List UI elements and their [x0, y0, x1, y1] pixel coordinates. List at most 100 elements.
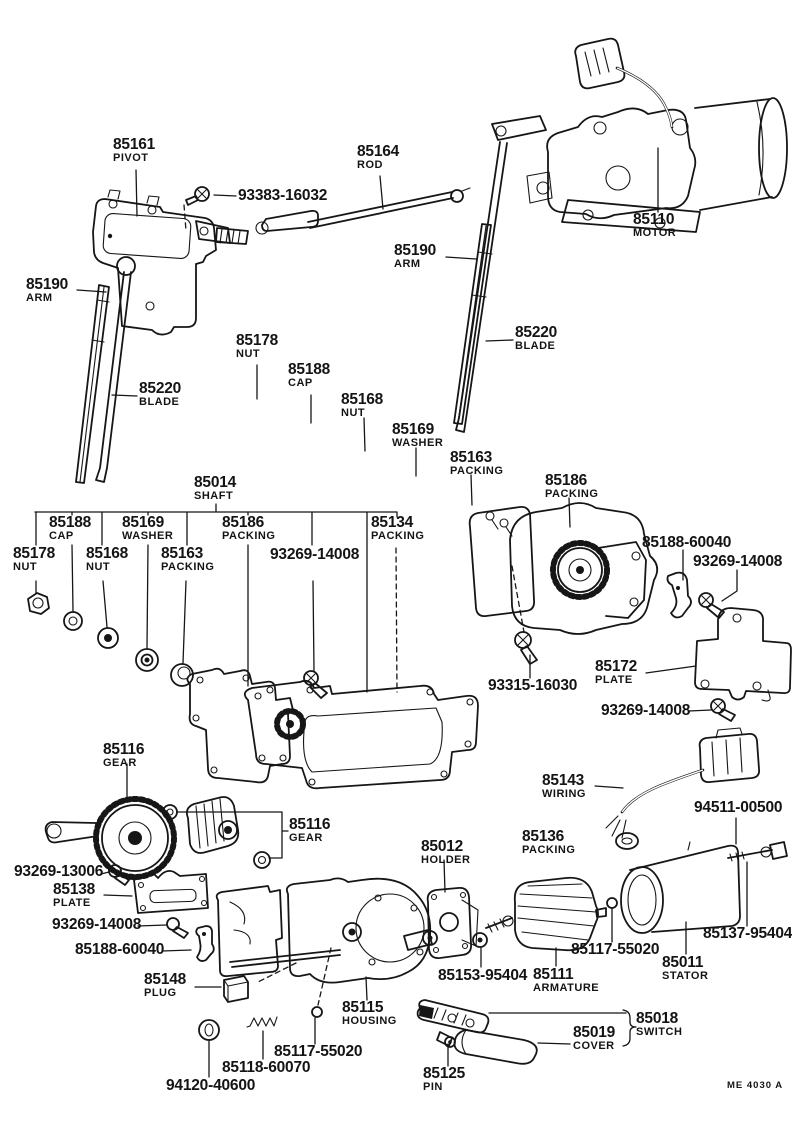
motor-internals-drawing — [426, 841, 788, 959]
part-name: PACKING — [545, 488, 599, 500]
part-label-85137-95404: 85137-95404 — [703, 925, 792, 942]
part-label-85118-60070: 85118-60070 — [222, 1060, 311, 1076]
wiring-harness-drawing — [605, 727, 761, 850]
part-number: 85137-95404 — [703, 925, 792, 942]
part-number: 85188-60040 — [642, 534, 732, 551]
link-rod-drawing — [195, 187, 471, 245]
part-name: NUT — [341, 407, 366, 419]
part-name: CAP — [49, 530, 74, 542]
part-name: ROD — [357, 159, 383, 171]
part-name: PACKING — [222, 530, 276, 542]
plate-85172-drawing — [694, 607, 792, 702]
part-label-93269-13006: 93269-13006 — [14, 864, 103, 880]
part-number: 93269-14008 — [601, 702, 691, 719]
part-name: WASHER — [122, 530, 174, 542]
wire-connector-drawing — [574, 37, 674, 129]
plate-85138-drawing — [108, 864, 215, 962]
part-name: CAP — [288, 377, 313, 389]
part-number: 93315-16030 — [488, 677, 578, 694]
part-number: 85164 — [357, 143, 400, 160]
part-name: ARMATURE — [533, 982, 600, 994]
part-label-93315-16030: 93315-16030 — [488, 677, 578, 694]
part-number: 85111 — [533, 966, 574, 983]
part-name: MOTOR — [633, 227, 677, 239]
part-label-93269-14008-left: 93269-14008 — [52, 917, 141, 933]
part-number: 85163 — [450, 449, 493, 466]
part-number: 85117-55020 — [571, 941, 660, 958]
part-label-93269-14008-row: 93269-14008 — [270, 547, 359, 563]
part-number: 85163 — [161, 545, 204, 562]
part-number: 85188 — [49, 514, 92, 531]
part-name: PACKING — [161, 561, 215, 573]
part-number: 85172 — [595, 658, 638, 675]
part-name: PACKING — [371, 530, 425, 542]
gasket-drawing — [186, 667, 479, 790]
part-number: 85190 — [26, 276, 69, 293]
part-label-93383-16032: 93383-16032 — [238, 188, 327, 204]
part-name: NUT — [236, 348, 261, 360]
part-number: 85186 — [545, 472, 588, 489]
part-name: WIRING — [542, 788, 586, 800]
part-number: 85188-60040 — [75, 941, 165, 958]
part-name: NUT — [86, 561, 111, 573]
part-name: NUT — [13, 561, 38, 573]
small-parts-column-drawing — [27, 592, 328, 699]
left-arm-blade-drawing — [75, 271, 132, 484]
part-name: COVER — [573, 1040, 615, 1052]
part-name: BLADE — [139, 396, 180, 408]
part-label-85153-95404: 85153-95404 — [438, 968, 527, 984]
figure-code: ME 4030 A — [727, 1080, 784, 1091]
part-label-94120-40600: 94120-40600 — [166, 1077, 256, 1094]
part-number: 85012 — [421, 838, 464, 855]
part-name: PACKING — [522, 844, 576, 856]
part-name: HOUSING — [342, 1015, 397, 1027]
part-number: 85169 — [122, 514, 165, 531]
leader-lines — [34, 147, 748, 1078]
part-number: 85115 — [342, 999, 384, 1016]
part-number: 85148 — [144, 971, 187, 988]
part-number: 94120-40600 — [166, 1077, 256, 1094]
part-name: PIVOT — [113, 152, 149, 164]
part-number: 85168 — [86, 545, 129, 562]
motor-assembly-drawing — [546, 97, 788, 233]
part-number: 85117-55020 — [274, 1043, 363, 1060]
part-number: 85168 — [341, 391, 384, 408]
part-number: 85116 — [103, 741, 145, 758]
part-name: GEAR — [103, 757, 137, 769]
part-number: 93269-14008 — [693, 553, 783, 570]
part-number: 85110 — [633, 211, 675, 228]
part-number: 85220 — [515, 324, 558, 341]
clamp-and-screws-right-drawing — [666, 571, 736, 722]
part-number: 85220 — [139, 380, 182, 397]
part-label-85188-60040-left: 85188-60040 — [75, 941, 165, 958]
